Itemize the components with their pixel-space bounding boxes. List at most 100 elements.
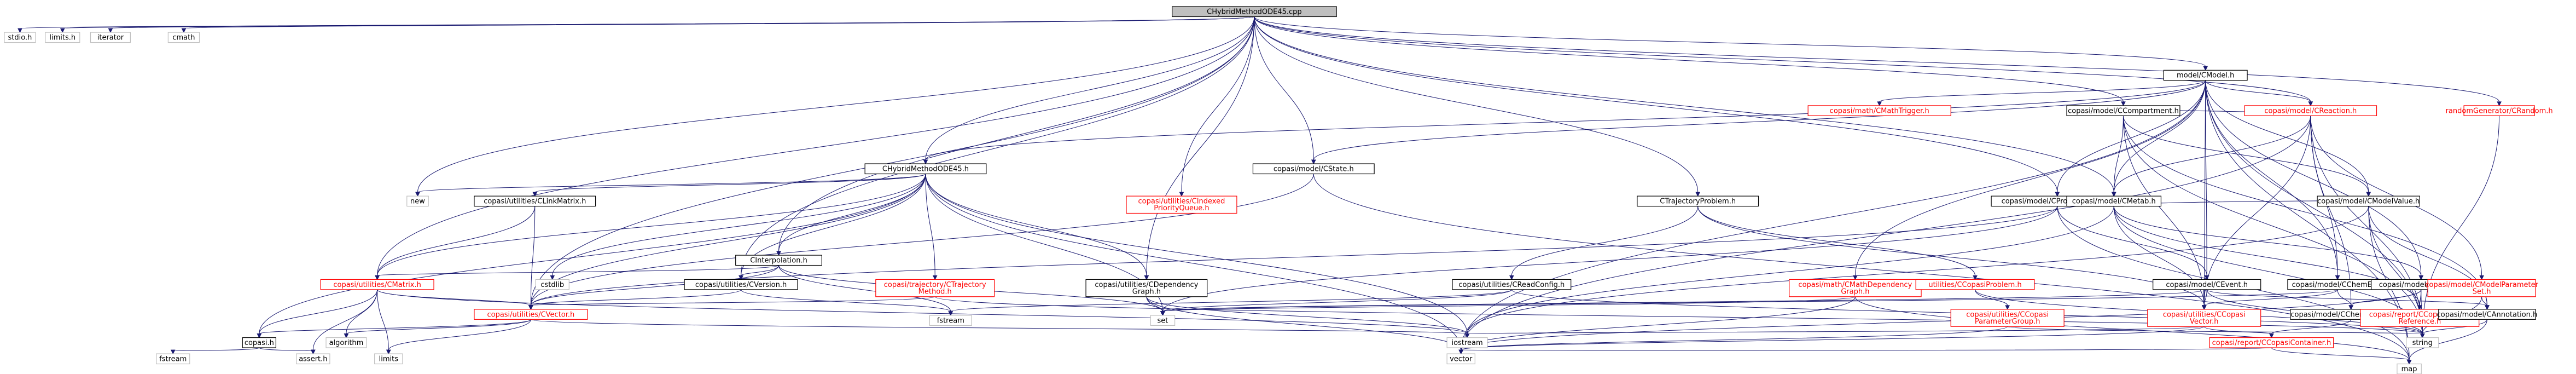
node-creaction[interactable]: copasi/model/CReaction.h: [2244, 105, 2377, 116]
edge-line: [1461, 326, 2008, 350]
node-cmodelvalue[interactable]: copasi/model/CModelValue.h: [2317, 195, 2420, 207]
edge-arrowhead: [375, 275, 380, 280]
node-chybrid-h[interactable]: CHybridMethodODE45.h: [864, 163, 987, 175]
node-box: [1807, 105, 1951, 116]
node-label: CHybridMethodODE45.cpp: [1207, 8, 1302, 16]
edge-creaction-to-cmetab: [2111, 116, 2311, 197]
node-cmathtrigger[interactable]: copasi/math/CMathTrigger.h: [1807, 105, 1951, 116]
node-label: copasi/model/CChemEq.h: [2292, 281, 2383, 289]
node-cmatrix[interactable]: copasi/utilities/CMatrix.h: [320, 279, 434, 290]
edge-arrowhead: [948, 311, 953, 317]
node-citerator[interactable]: copasi/utilities/CVersion.h: [684, 279, 798, 290]
node-box: [474, 309, 588, 320]
edge-cmodel-to-cmodelvalue: [2205, 80, 2371, 197]
edge-line: [1461, 347, 2272, 351]
edge-arrowhead: [932, 275, 938, 280]
node-cchemeq[interactable]: copasi/model/CChemEq.h: [2287, 279, 2388, 290]
edge-cvector-to-limits: [386, 319, 531, 355]
edge-cinterpolation-to-cmatrix: [375, 265, 780, 280]
node-box: [1150, 315, 1176, 326]
edge-creadconfig-to-fstream: [948, 289, 1512, 317]
node-box: [735, 255, 822, 266]
edge-cvector-to-algorithm: [344, 319, 531, 338]
edge-line: [1461, 289, 2422, 350]
node-cevent[interactable]: copasi/model/CEvent.h: [2153, 279, 2261, 290]
node-label: Vector.h: [2190, 318, 2219, 326]
edge-line: [2206, 289, 2487, 306]
node-cvector[interactable]: copasi/utilities/CVector.h: [474, 309, 588, 320]
node-label: copasi/model/CMetab.h: [2072, 198, 2156, 206]
node-ccopasiproblem[interactable]: utilities/CCopasiProblem.h: [1915, 279, 2035, 290]
node-cstate[interactable]: copasi/model/CState.h: [1252, 163, 1375, 175]
edge-arrowhead: [181, 28, 187, 33]
edge-copasi_h-to-assert: [259, 347, 316, 355]
node-ccopasicontainer[interactable]: copasi/report/CCopasiContainer.h: [2209, 337, 2334, 348]
edge-chybrid_h-to-clinkmatrix: [532, 174, 926, 197]
edge-cmetab-to-cmoiety: [2113, 206, 2424, 280]
edge-line: [2422, 116, 2500, 334]
node-map: map: [2397, 363, 2422, 374]
node-clinkmatrix[interactable]: copasi/utilities/CLinkMatrix.h: [474, 195, 596, 207]
node-label: copasi/math/CMathDependency: [1798, 281, 1912, 289]
node-box: [374, 353, 403, 365]
node-label: iostream: [1451, 339, 1482, 347]
edge-arrowhead: [532, 192, 538, 197]
edge-line: [377, 289, 1468, 334]
edge-line: [2203, 289, 2207, 306]
edge-line: [417, 174, 926, 193]
node-iterator: iterator: [90, 32, 131, 43]
node-copasi-h[interactable]: copasi.h: [242, 337, 276, 348]
edge-arrowhead: [2308, 101, 2313, 107]
node-box: [684, 279, 798, 290]
edge-line: [2113, 116, 2311, 193]
edge-ccopasiproblem-to-ccopasiparamgroup: [1975, 289, 2010, 310]
edge-line: [1511, 206, 1699, 276]
edge-line: [2203, 80, 2206, 306]
edge-line: [925, 174, 935, 276]
node-creadconfig[interactable]: copasi/utilities/CReadConfig.h: [1452, 279, 1572, 290]
edge-line: [950, 289, 1512, 312]
edge-line: [1162, 289, 1512, 312]
node-ctrajproblem[interactable]: CTrajectoryProblem.h: [1637, 195, 1759, 207]
node-cmodel[interactable]: model/CModel.h: [2163, 70, 2248, 81]
node-label: ParameterGroup.h: [1975, 318, 2040, 326]
edge-arrowhead: [1877, 101, 1882, 107]
edge-cchemeq-to-ccopasivector: [2201, 289, 2338, 310]
edge-arrowhead: [311, 349, 316, 355]
edge-line: [530, 174, 1314, 306]
node-label: copasi/model/CState.h: [1274, 165, 1354, 173]
edge-ccopasiparamgroup-to-string: [2007, 326, 2425, 338]
edge-root-to-citerator: [739, 16, 1255, 280]
node-cannotation[interactable]: copasi/model/CAnnotation.h: [2437, 309, 2538, 320]
edge-ccopasicontainer-to-vector: [1458, 347, 2272, 355]
edge-line: [2123, 116, 2487, 306]
edge-line: [377, 174, 926, 276]
node-box: [45, 32, 80, 43]
node-cinterpolation[interactable]: CInterpolation.h: [735, 255, 822, 266]
edge-line: [741, 16, 1255, 276]
node-box: [1172, 6, 1337, 18]
edge-cstate-to-map: [1313, 174, 2412, 365]
node-root[interactable]: CHybridMethodODE45.cpp: [1172, 6, 1337, 18]
edge-line: [2203, 116, 2311, 306]
node-label: cstdlib: [540, 281, 564, 289]
edge-ctrajmethod-to-cvector: [528, 296, 935, 310]
node-crandom[interactable]: randomGenerator/CRandom.h: [2446, 105, 2553, 116]
edge-line: [778, 16, 1255, 252]
edges-layer: [18, 16, 2502, 365]
node-ccompartment[interactable]: copasi/model/CCompartment.h: [2066, 105, 2180, 116]
edge-line: [2271, 319, 2352, 335]
edge-clinkmatrix-to-cvector: [528, 206, 536, 310]
edge-line: [530, 265, 780, 306]
edge-line: [1146, 296, 1462, 350]
node-cmetab[interactable]: copasi/model/CMetab.h: [2066, 195, 2162, 207]
edge-cmathdepgraph-to-map: [1854, 296, 2412, 365]
node-box: [296, 353, 330, 365]
